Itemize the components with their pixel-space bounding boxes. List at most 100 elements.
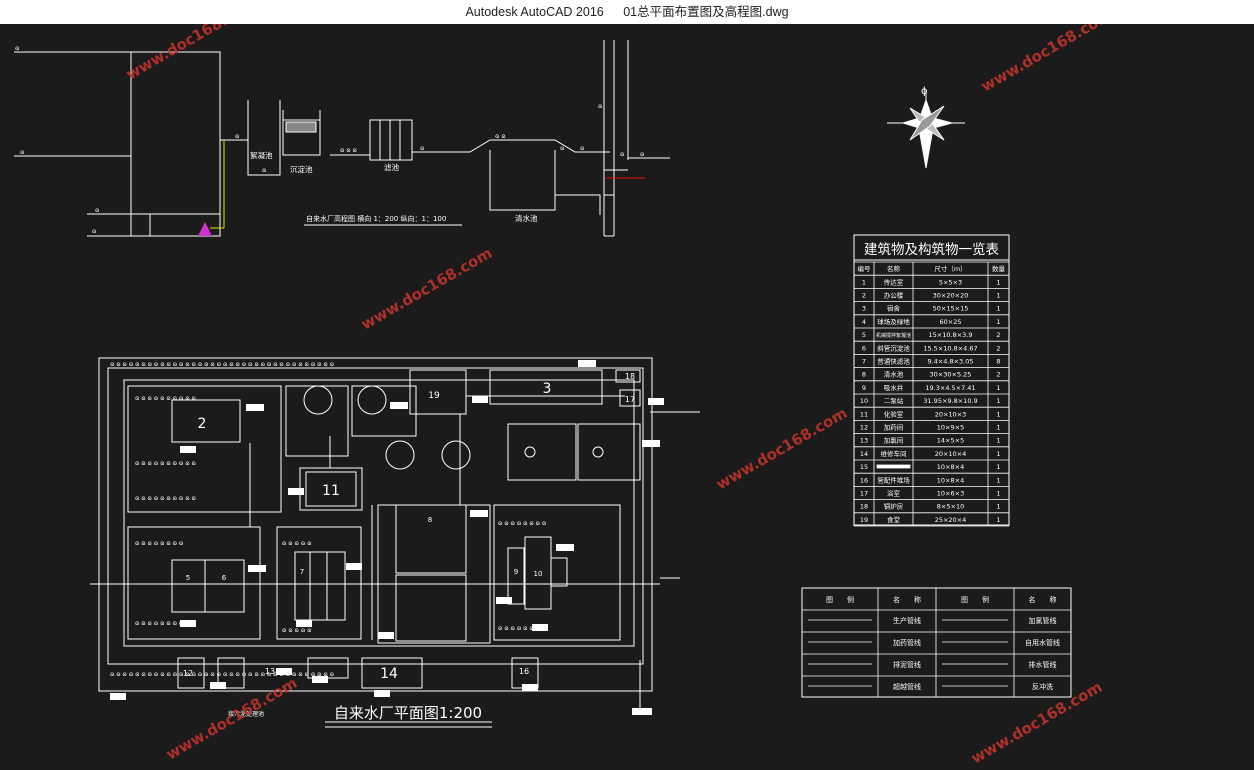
building-table-cell: 2 bbox=[996, 331, 1000, 339]
north-arrow-icon: ɸ bbox=[887, 86, 965, 169]
plan-label-3: 3 bbox=[543, 381, 552, 397]
building-table-cell: 办公楼 bbox=[884, 291, 904, 300]
building-table-cell: 宿舍 bbox=[887, 304, 901, 313]
label-settling: 沉淀池 bbox=[290, 164, 313, 174]
building-table-cell: 9.4×4.8×3.05 bbox=[927, 358, 973, 366]
building-table-cell: 30×30×5.25 bbox=[930, 371, 972, 379]
svg-text:ɷ ɷ ɷ ɷ ɷ ɷ ɷ ɷ: ɷ ɷ ɷ ɷ ɷ ɷ ɷ ɷ bbox=[135, 620, 183, 627]
svg-text:ɷ ɷ ɷ ɷ ɷ ɷ ɷ ɷ ɷ ɷ ɷ ɷ ɷ ɷ ɷ: ɷ ɷ ɷ ɷ ɷ ɷ ɷ ɷ ɷ ɷ ɷ ɷ ɷ ɷ ɷ ɷ ɷ ɷ ɷ ɷ … bbox=[110, 361, 334, 368]
site-building-labels: 2 3 19 11 5 6 7 8 9 10 12 13 14 16 17 18 bbox=[183, 372, 635, 682]
building-table-cell: 吸水井 bbox=[884, 383, 904, 392]
building-table-cell: 17 bbox=[860, 490, 868, 498]
label-clearwell: 清水池 bbox=[515, 213, 538, 223]
legend-table: 图 例名 称图 例名 称生产管线加氯管线加药管线自用水管线排泥管线排水管线超越管… bbox=[801, 587, 1072, 698]
building-table-cell: 8×5×10 bbox=[937, 503, 964, 511]
site-trees bbox=[303, 385, 604, 470]
building-table-cell: 5×5×3 bbox=[939, 278, 962, 286]
building-table-cell: 10×9×5 bbox=[937, 424, 964, 432]
legend-name-cell: 生产管线 bbox=[893, 616, 921, 625]
building-table-cell: 15.5×10.8×4.67 bbox=[923, 344, 977, 352]
building-table-cell: 3 bbox=[862, 305, 866, 313]
svg-text:ɸ: ɸ bbox=[921, 86, 928, 97]
building-table-cell: 2 bbox=[996, 371, 1000, 379]
building-table-cell: 化验室 bbox=[884, 409, 904, 418]
plan-label-7: 7 bbox=[300, 568, 304, 576]
plan-label-11: 11 bbox=[322, 483, 340, 499]
building-table-cell: 加药间 bbox=[884, 423, 904, 432]
label-filter: 滤池 bbox=[384, 162, 399, 172]
building-table-cell: 7 bbox=[862, 358, 866, 366]
plan-label-19: 19 bbox=[428, 391, 440, 401]
building-table-cell: 31.95×9.8×10.9 bbox=[923, 397, 977, 405]
building-table-cell: 清水池 bbox=[884, 370, 904, 379]
building-table-cell: 1 bbox=[996, 437, 1000, 445]
plan-label-6: 6 bbox=[222, 574, 227, 582]
building-table-cell: 2 bbox=[996, 344, 1000, 352]
building-table-cell: 15×10.8×3.9 bbox=[929, 331, 973, 339]
building-table-cell: 1 bbox=[996, 463, 1000, 471]
building-table-cell: 10 bbox=[860, 397, 868, 405]
building-table-cell: 1 bbox=[996, 490, 1000, 498]
svg-text:ɷ: ɷ bbox=[235, 133, 239, 140]
building-table-cell: 20×10×3 bbox=[935, 410, 967, 418]
elevation-drawing bbox=[14, 40, 670, 237]
svg-text:ɷ: ɷ bbox=[262, 167, 266, 174]
building-table-cell: 食堂 bbox=[887, 515, 901, 524]
building-table-cell: 1 bbox=[996, 424, 1000, 432]
building-table-cell: 20×10×4 bbox=[935, 450, 967, 458]
building-table-cell: 球场及绿地 bbox=[877, 317, 910, 326]
file-title: 01总平面布置图及高程图.dwg bbox=[623, 5, 789, 19]
building-table-cell: 10×6×3 bbox=[937, 490, 964, 498]
elevation-caption: 自来水厂高程图 横向 1：200 纵向：1：100 bbox=[306, 214, 446, 223]
building-table-header-cell: 数量 bbox=[992, 264, 1006, 273]
building-table-cell: 9 bbox=[862, 384, 866, 392]
building-table-cell: 1 bbox=[996, 292, 1000, 300]
building-table-cell: 30×20×20 bbox=[933, 292, 969, 300]
building-table-cell: 13 bbox=[860, 437, 868, 445]
building-table-cell: 斜管沉淀池 bbox=[877, 343, 910, 352]
building-table-cell: 8 bbox=[996, 358, 1000, 366]
svg-text:ɷ: ɷ bbox=[620, 151, 624, 158]
building-table-cell: 11 bbox=[860, 410, 868, 418]
building-table-cell: 15 bbox=[860, 463, 868, 471]
building-table-cell: 14 bbox=[860, 450, 868, 458]
legend-name-cell: 自用水管线 bbox=[1025, 638, 1060, 647]
building-table-cell: 1 bbox=[996, 450, 1000, 458]
plan-subnote: 接污泥处理池 bbox=[228, 710, 264, 718]
legend-name-cell: 超越管线 bbox=[893, 682, 921, 691]
building-table-cell: 1 bbox=[996, 516, 1000, 524]
legend-header-cell: 图 例 bbox=[961, 595, 989, 604]
building-table-cell: 60×25 bbox=[940, 318, 962, 326]
site-grass-hatching: ɷ ɷ ɷ ɷ ɷ ɷ ɷ ɷ ɷ ɷ ɷ ɷ ɷ ɷ ɷ ɷ ɷ ɷ ɷ ɷ … bbox=[110, 361, 546, 678]
building-table-cell: 管配件堆场 bbox=[877, 475, 910, 484]
pump-icon bbox=[198, 222, 212, 236]
site-tags bbox=[110, 360, 664, 715]
svg-text:ɷ: ɷ bbox=[20, 149, 24, 156]
svg-text:ɷ ɷ: ɷ ɷ bbox=[495, 133, 506, 140]
plan-label-9: 9 bbox=[514, 568, 518, 576]
label-mixing: 絮凝池 bbox=[250, 150, 273, 160]
svg-text:ɷ ɷ ɷ ɷ ɷ ɷ ɷ ɷ ɷ ɷ ɷ ɷ ɷ ɷ ɷ: ɷ ɷ ɷ ɷ ɷ ɷ ɷ ɷ ɷ ɷ ɷ ɷ ɷ ɷ ɷ ɷ ɷ ɷ ɷ ɷ … bbox=[110, 671, 334, 678]
svg-text:ɷ ɷ ɷ ɷ ɷ ɷ ɷ ɷ: ɷ ɷ ɷ ɷ ɷ ɷ ɷ ɷ bbox=[135, 540, 183, 547]
svg-text:ɷ ɷ ɷ: ɷ ɷ ɷ bbox=[340, 147, 357, 154]
svg-text:ɷ ɷ ɷ ɷ ɷ ɷ ɷ ɷ: ɷ ɷ ɷ ɷ ɷ ɷ ɷ ɷ bbox=[498, 625, 546, 632]
building-table-cell: 19 bbox=[860, 516, 868, 524]
site-plan bbox=[90, 357, 700, 710]
building-table-cell: 机械搅拌絮凝池 bbox=[876, 332, 911, 339]
plan-label-8: 8 bbox=[428, 516, 432, 524]
building-table-cell: 10×8×4 bbox=[937, 463, 964, 471]
building-table-cell: 8 bbox=[862, 371, 866, 379]
building-table-cell: 1 bbox=[996, 384, 1000, 392]
building-table-cell: 1 bbox=[996, 503, 1000, 511]
building-table-cell: 1 bbox=[996, 410, 1000, 418]
building-table-cell: 普通快滤池 bbox=[877, 357, 910, 366]
building-table-cell: 25×20×4 bbox=[935, 516, 967, 524]
building-table-header-cell: 名称 bbox=[887, 264, 901, 273]
building-table-cell: 10×8×4 bbox=[937, 476, 964, 484]
building-table-cell: 5 bbox=[862, 331, 866, 339]
legend-header-cell: 名 称 bbox=[1029, 595, 1057, 604]
svg-text:ɷ: ɷ bbox=[640, 151, 644, 158]
svg-text:ɷ ɷ ɷ ɷ ɷ ɷ ɷ ɷ ɷ ɷ: ɷ ɷ ɷ ɷ ɷ ɷ ɷ ɷ ɷ ɷ bbox=[135, 460, 196, 467]
